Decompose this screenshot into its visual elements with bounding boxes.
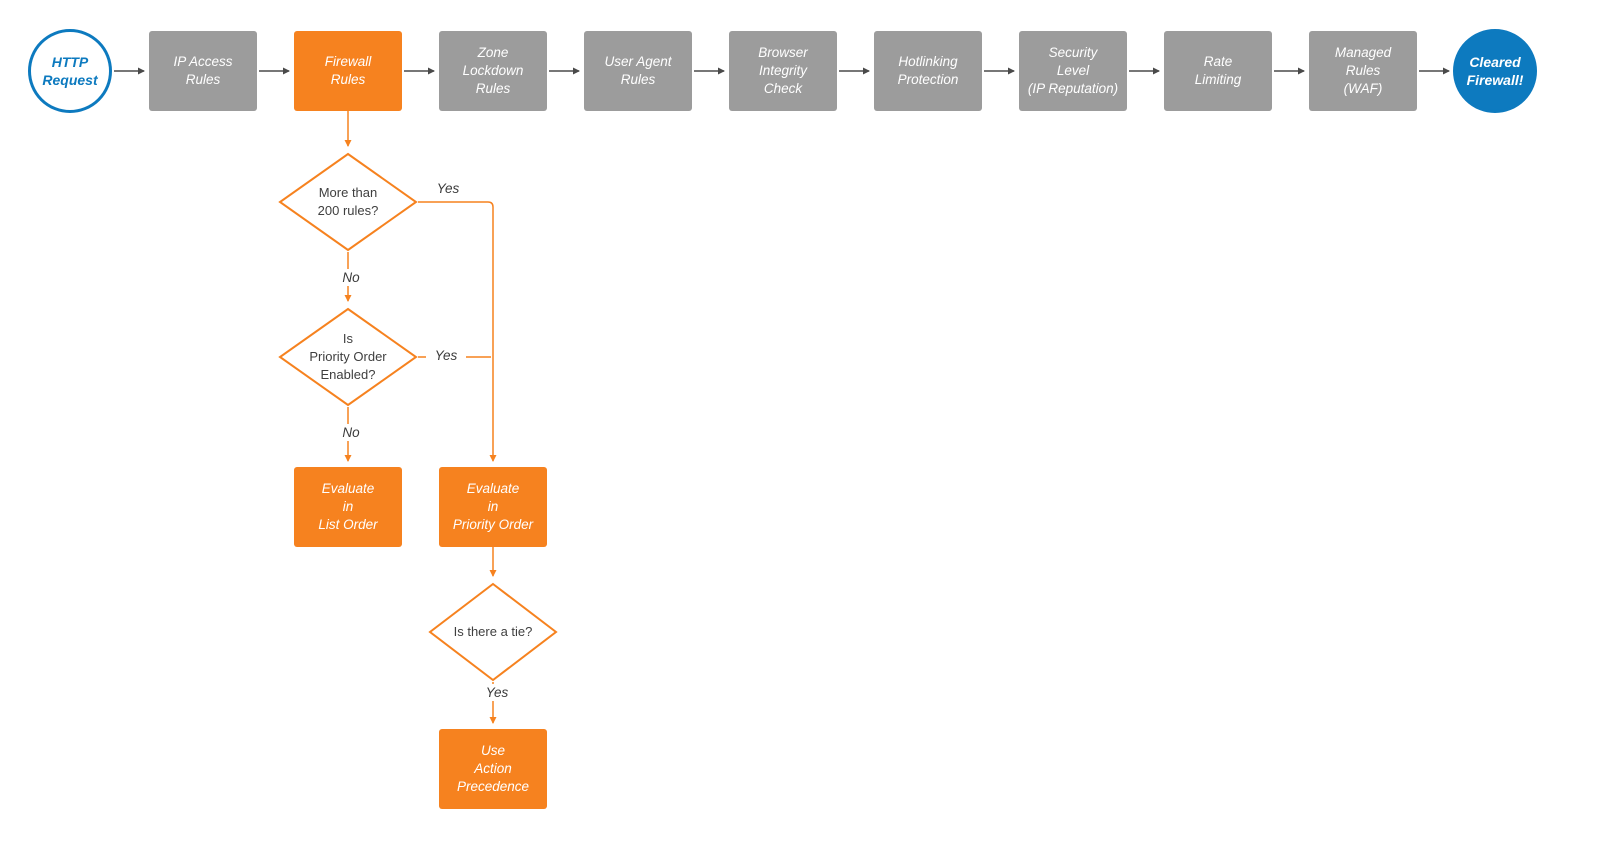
decision-label: Is Priority Order Enabled? xyxy=(309,330,387,383)
start-node-label: HTTP Request xyxy=(42,53,98,88)
step-ip-access-rules: IP Access Rules xyxy=(149,31,257,111)
step-security-level: Security Level (IP Reputation) xyxy=(1019,31,1127,111)
step-label: IP Access Rules xyxy=(173,53,233,87)
decision-label: More than 200 rules? xyxy=(317,184,379,218)
edge-label-d1-no: No xyxy=(333,269,369,286)
action-evaluate-in-priority-order: Evaluate in Priority Order xyxy=(439,467,547,547)
decision-is-there-a-tie: Is there a tie? xyxy=(428,582,558,682)
edge-label-d2-no: No xyxy=(333,424,369,441)
step-user-agent-rules: User Agent Rules xyxy=(584,31,692,111)
step-managed-rules-waf: Managed Rules (WAF) xyxy=(1309,31,1417,111)
decision-priority-order-enabled: Is Priority Order Enabled? xyxy=(278,307,418,407)
diamond-shape xyxy=(278,307,418,407)
end-node-label: Cleared Firewall! xyxy=(1466,53,1524,88)
step-label: Rate Limiting xyxy=(1194,53,1242,87)
step-label: Security Level (IP Reputation) xyxy=(1027,44,1119,97)
connector-d1-yes-priority xyxy=(418,201,497,462)
step-rate-limiting: Rate Limiting xyxy=(1164,31,1272,111)
action-label: Evaluate in Priority Order xyxy=(452,480,534,533)
end-node-cleared-firewall: Cleared Firewall! xyxy=(1453,29,1537,113)
step-label: Hotlinking Protection xyxy=(897,53,959,87)
action-label: Evaluate in List Order xyxy=(318,480,378,533)
action-use-action-precedence: Use Action Precedence xyxy=(439,729,547,809)
diamond-shape xyxy=(278,152,418,252)
start-node-http-request: HTTP Request xyxy=(28,29,112,113)
decision-label: Is there a tie? xyxy=(453,623,533,639)
step-browser-integrity-check: Browser Integrity Check xyxy=(729,31,837,111)
step-label: Managed Rules (WAF) xyxy=(1334,44,1392,97)
edge-label-d1-yes: Yes xyxy=(428,180,468,197)
step-label: User Agent Rules xyxy=(604,53,672,87)
step-firewall-rules: Firewall Rules xyxy=(294,31,402,111)
step-label: Browser Integrity Check xyxy=(758,44,808,97)
step-hotlinking-protection: Hotlinking Protection xyxy=(874,31,982,111)
step-zone-lockdown-rules: Zone Lockdown Rules xyxy=(439,31,547,111)
step-label: Firewall Rules xyxy=(324,53,372,87)
diamond-shape xyxy=(428,582,558,682)
edge-label-d2-yes: Yes xyxy=(426,347,466,364)
decision-more-than-200-rules: More than 200 rules? xyxy=(278,152,418,252)
action-evaluate-in-list-order: Evaluate in List Order xyxy=(294,467,402,547)
step-label: Zone Lockdown Rules xyxy=(462,44,524,97)
edge-label-d3-yes: Yes xyxy=(477,684,517,701)
action-label: Use Action Precedence xyxy=(456,742,530,795)
